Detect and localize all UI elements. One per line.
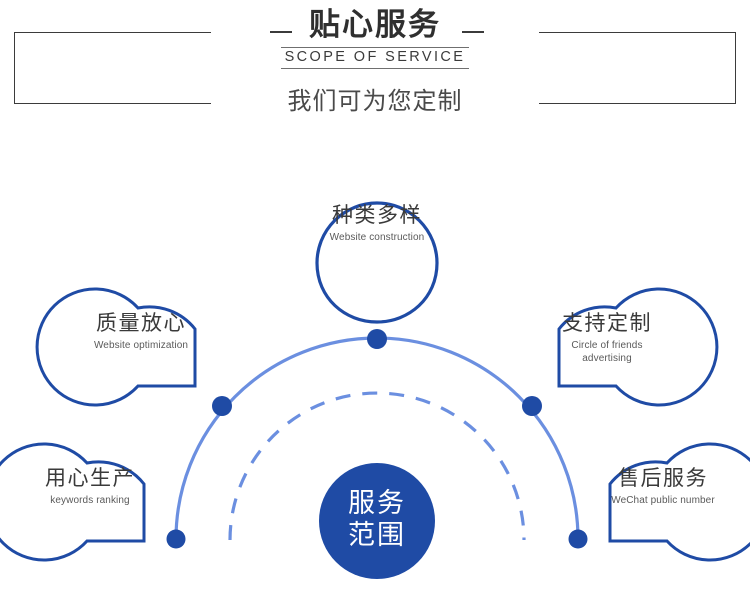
header-dash-right: [462, 31, 484, 33]
node-bubble-right-upper[interactable]: [557, 287, 719, 407]
header-bracket-right: [536, 31, 736, 105]
node-bubble-left-upper[interactable]: [35, 287, 197, 407]
page-subtitle-en: SCOPE OF SERVICE: [280, 46, 470, 69]
arc-dot-bottom-left: [166, 529, 186, 549]
node-bubble-left-lower[interactable]: [0, 442, 146, 562]
inner-dashed-arc: [228, 391, 526, 541]
node-pin-top[interactable]: [315, 201, 439, 324]
arc-dot-right: [522, 396, 542, 416]
page-tagline: 我们可为您定制: [287, 86, 463, 115]
page-title: 贴心服务: [309, 7, 441, 43]
center-circle: [319, 463, 435, 579]
arc-dot-top: [367, 329, 387, 349]
header-bracket-left: [14, 31, 214, 105]
header-center: 贴心服务 SCOPE OF SERVICE 我们可为您定制: [0, 0, 750, 116]
node-bubble-right-lower[interactable]: [608, 442, 750, 562]
arc-dot-bottom-right: [568, 529, 588, 549]
service-scope-diagram: 种类多样 Website construction 质量放心 Website o…: [0, 130, 750, 615]
diagram-svg: [0, 201, 750, 579]
header-dash-left: [270, 31, 292, 33]
page-header: 贴心服务 SCOPE OF SERVICE 我们可为您定制: [0, 0, 750, 130]
arc-dot-left: [212, 396, 232, 416]
